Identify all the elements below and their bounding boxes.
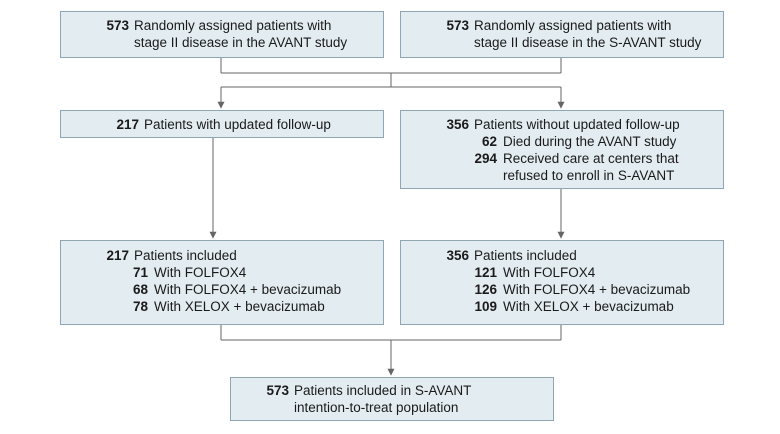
- avant-count: 573: [106, 18, 129, 33]
- right-folfox4-bev-label: With FOLFOX4 + bevacizumab: [503, 282, 691, 297]
- not-updated-label: Patients without updated follow-up: [474, 117, 680, 132]
- right-folfox4-count: 121: [474, 265, 497, 280]
- box-included-left: 217 Patients included 71 With FOLFOX4 68…: [60, 240, 384, 325]
- refused-count: 294: [474, 151, 497, 166]
- left-xelox-bev-count: 78: [132, 299, 148, 314]
- died-count: 62: [481, 134, 497, 149]
- left-folfox4-bev-count: 68: [132, 282, 148, 297]
- box-itt-population: 573 Patients included in S-AVANT intenti…: [230, 377, 554, 421]
- right-folfox4-label: With FOLFOX4: [503, 265, 596, 280]
- savant-label-line2: stage II disease in the S-AVANT study: [474, 35, 702, 50]
- avant-label-line2: stage II disease in the AVANT study: [134, 35, 348, 50]
- included-left-count: 217: [106, 248, 129, 263]
- itt-count: 573: [266, 383, 289, 398]
- updated-label: Patients with updated follow-up: [144, 117, 331, 132]
- avant-label-line1: Randomly assigned patients with: [134, 18, 332, 33]
- left-xelox-bev-label: With XELOX + bevacizumab: [154, 299, 325, 314]
- savant-label-line1: Randomly assigned patients with: [474, 18, 672, 33]
- box-avant-randomized: 573 Randomly assigned patients with stag…: [60, 11, 384, 58]
- itt-label-line1: Patients included in S-AVANT: [294, 383, 472, 398]
- itt-label-line2: intention-to-treat population: [294, 400, 459, 415]
- left-folfox4-bev-label: With FOLFOX4 + bevacizumab: [154, 282, 342, 297]
- right-folfox4-bev-count: 126: [474, 282, 497, 297]
- updated-count: 217: [116, 117, 139, 132]
- left-folfox4-count: 71: [132, 265, 148, 280]
- refused-label-line1: Received care at centers that: [503, 151, 679, 166]
- included-right-label: Patients included: [474, 248, 577, 263]
- refused-label-line2: refused to enroll in S-AVANT: [503, 168, 675, 183]
- included-left-label: Patients included: [134, 248, 237, 263]
- not-updated-count: 356: [446, 117, 469, 132]
- right-xelox-bev-count: 109: [474, 299, 497, 314]
- included-right-count: 356: [446, 248, 469, 263]
- box-without-updated-followup: 356 Patients without updated follow-up 6…: [400, 110, 724, 189]
- box-included-right: 356 Patients included 121 With FOLFOX4 1…: [400, 240, 724, 325]
- left-folfox4-label: With FOLFOX4: [154, 265, 247, 280]
- box-savant-randomized: 573 Randomly assigned patients with stag…: [400, 11, 724, 58]
- box-updated-followup: 217 Patients with updated follow-up: [60, 110, 384, 138]
- savant-count: 573: [446, 18, 469, 33]
- died-label: Died during the AVANT study: [503, 134, 677, 149]
- right-xelox-bev-label: With XELOX + bevacizumab: [503, 299, 674, 314]
